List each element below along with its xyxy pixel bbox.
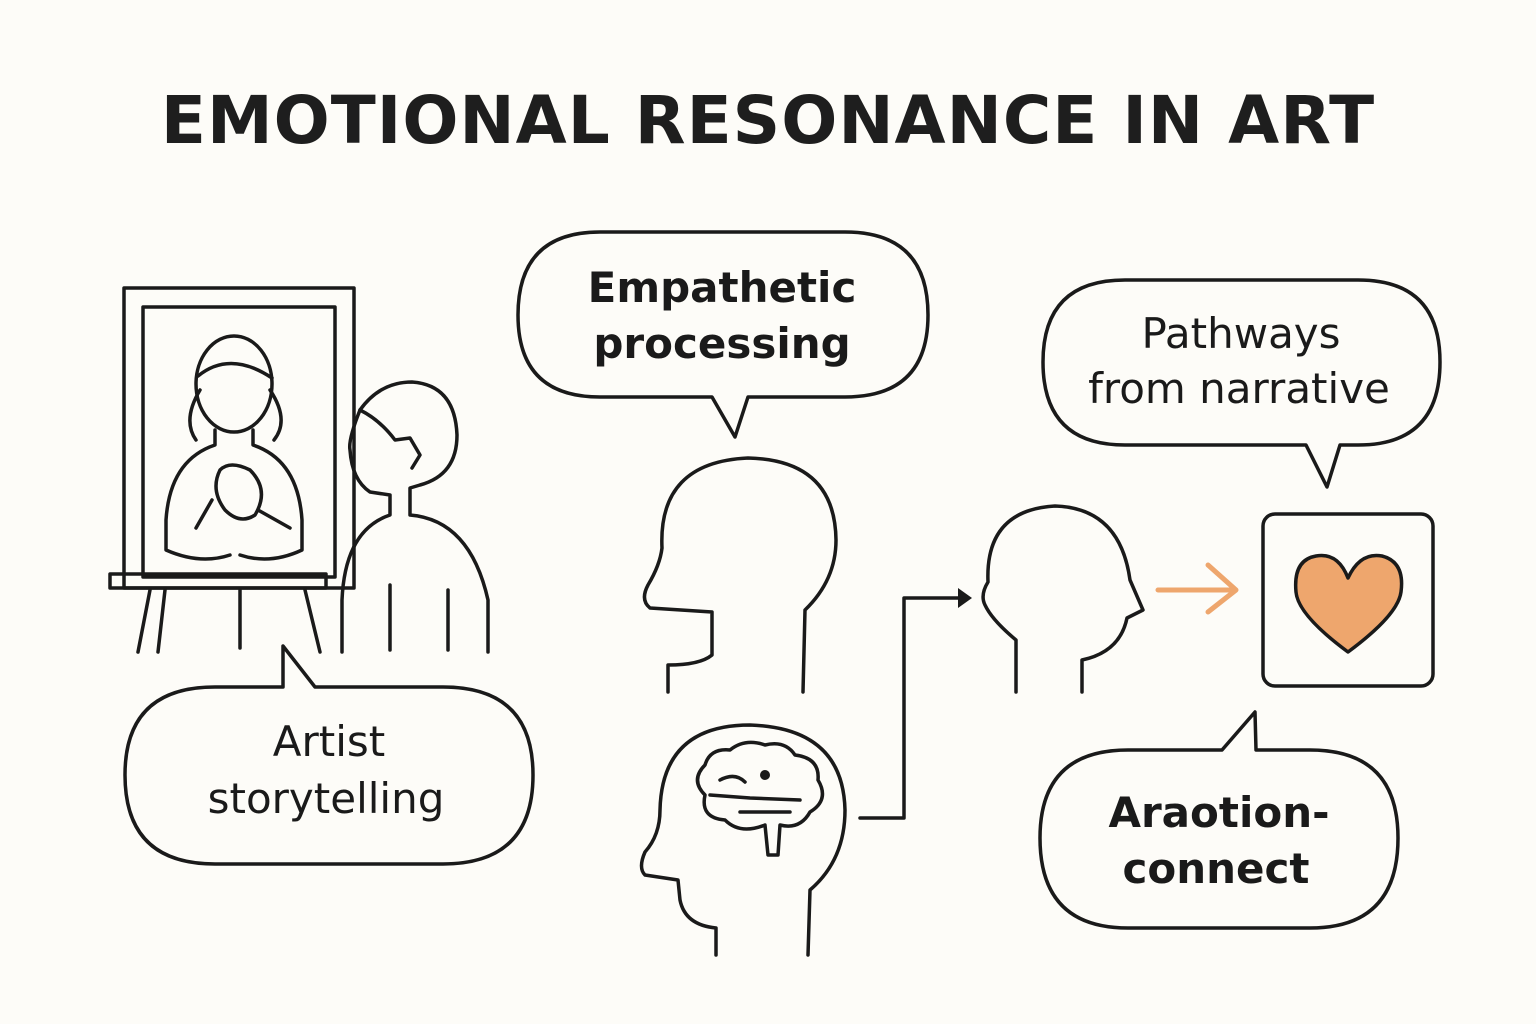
pathways-from-narrative-bubble: Pathways from narrative: [1041, 278, 1442, 489]
heart-icon: [1293, 553, 1404, 654]
head-profile-icon-right: [981, 504, 1145, 694]
artist-bubble-line1: Artist: [273, 717, 386, 766]
head-profile-icon: [642, 456, 838, 694]
easel-painting-illustration: [108, 286, 356, 654]
pathways-bubble-line2: from narrative: [1088, 364, 1390, 413]
viewer-person-illustration: [340, 380, 490, 654]
orange-arrow-icon: [1155, 562, 1239, 615]
empathetic-bubble-line2: processing: [593, 319, 850, 368]
artist-bubble-line2: storytelling: [208, 774, 445, 823]
artist-storytelling-bubble: Artist storytelling: [123, 644, 535, 866]
connect-bubble-line2: connect: [1122, 844, 1309, 893]
page-title: EMOTIONAL RESONANCE IN ART: [161, 82, 1375, 159]
connector-arrow: [858, 588, 972, 820]
heart-card: [1261, 512, 1435, 688]
pathways-bubble-line1: Pathways: [1141, 309, 1340, 358]
araotion-connect-bubble: Araotion- connect: [1038, 710, 1400, 930]
empathetic-processing-bubble: Empathetic processing: [516, 230, 930, 439]
connect-bubble-line1: Araotion-: [1108, 788, 1329, 837]
brain-head-icon: [639, 723, 847, 957]
empathetic-bubble-line1: Empathetic: [588, 263, 857, 312]
